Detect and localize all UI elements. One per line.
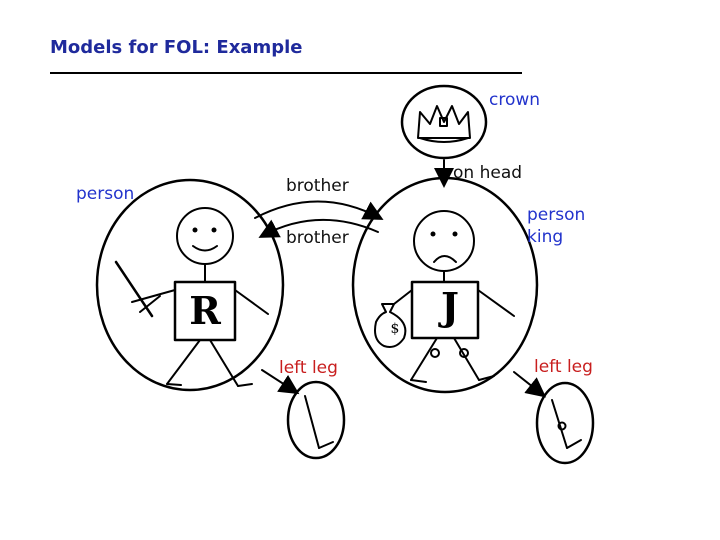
left-leg-label-2: left leg bbox=[534, 357, 593, 377]
money-bag-symbol: $ bbox=[391, 321, 400, 337]
left-leg-label-1: left leg bbox=[279, 358, 338, 378]
left-leg-arrow-richard bbox=[261, 369, 300, 395]
page-title: Models for FOL: Example bbox=[50, 37, 303, 58]
title-divider bbox=[50, 72, 522, 74]
john-leg-drawing bbox=[551, 399, 582, 449]
richard-box bbox=[173, 280, 237, 342]
john-leg-object-ellipse bbox=[535, 381, 595, 465]
crown-icon bbox=[417, 105, 471, 143]
richard-leg-drawing bbox=[304, 395, 334, 449]
brother-arrow-bottom bbox=[258, 219, 379, 238]
brother-label-top: brother bbox=[286, 176, 349, 196]
richard-box-letter: R bbox=[189, 288, 221, 333]
crown-label: crown bbox=[489, 90, 540, 110]
crown-object-ellipse bbox=[400, 84, 488, 160]
money-bag-icon: $ bbox=[374, 303, 407, 348]
john-box-letter: J bbox=[438, 284, 459, 329]
john-box bbox=[410, 280, 480, 340]
left-leg-arrow-john bbox=[513, 371, 547, 398]
person-label-right: person bbox=[527, 205, 585, 225]
king-label: king bbox=[527, 227, 563, 247]
richard-object-ellipse bbox=[95, 178, 285, 392]
brother-arrow-top bbox=[254, 200, 384, 220]
richard-leg-object-ellipse bbox=[286, 380, 346, 460]
person-label-left: person bbox=[76, 184, 134, 204]
brother-label-bottom: brother bbox=[286, 228, 349, 248]
john-figure bbox=[393, 210, 515, 383]
on-head-label: on head bbox=[453, 163, 522, 183]
richard-figure bbox=[114, 207, 269, 387]
